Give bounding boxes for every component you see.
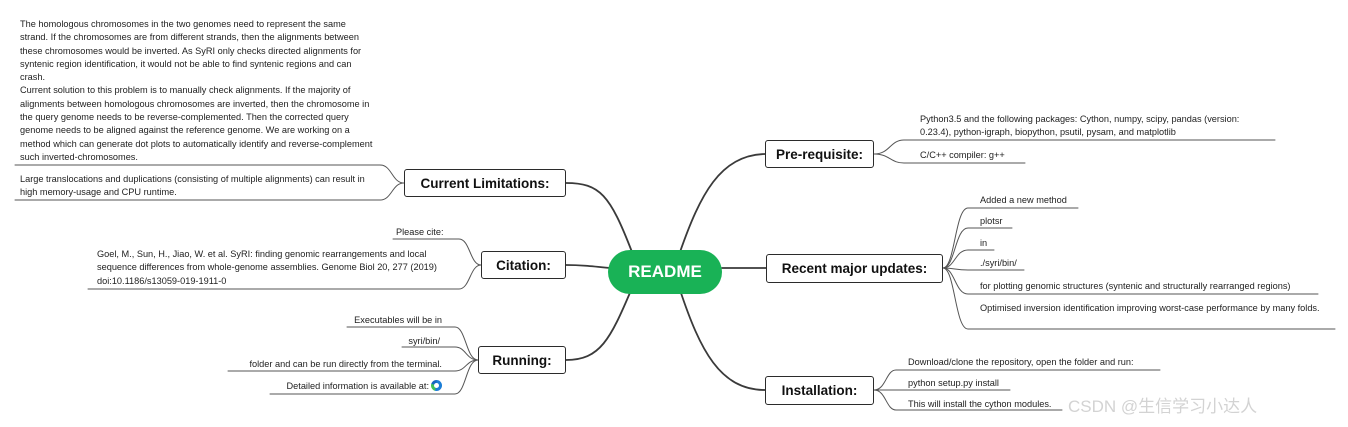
- branch-citation[interactable]: Citation:: [481, 251, 566, 279]
- leaf-limitation-strand[interactable]: The homologous chromosomes in the two ge…: [20, 19, 373, 162]
- central-topic-label: README: [628, 262, 702, 281]
- link-center-limitations: [565, 182, 633, 253]
- leaf-update-added-method[interactable]: Added a new method: [980, 195, 1067, 205]
- watermark: CSDN @生信学习小达人: [1068, 397, 1258, 416]
- leaf-update-plotting[interactable]: for plotting genomic structures (synteni…: [980, 281, 1291, 291]
- leaf-install-download[interactable]: Download/clone the repository, open the …: [908, 357, 1134, 367]
- leaf-running-details-text: Detailed information is available at:: [286, 381, 429, 391]
- leaf-running-details[interactable]: Detailed information is available at:: [258, 380, 442, 393]
- branch-recent-updates-label: Recent major updates:: [781, 261, 928, 276]
- branch-citation-label: Citation:: [496, 257, 551, 273]
- branch-prerequisite[interactable]: Pre-requisite:: [765, 140, 874, 168]
- link-center-running: [565, 287, 633, 361]
- leaf-update-in[interactable]: in: [980, 238, 988, 248]
- branch-current-limitations[interactable]: Current Limitations:: [404, 169, 566, 197]
- branch-running[interactable]: Running:: [478, 346, 566, 374]
- leaf-update-inversion[interactable]: Optimised inversion identification impro…: [980, 303, 1320, 313]
- branch-installation-label: Installation:: [781, 383, 858, 398]
- leaf-running-path[interactable]: syri/bin/: [408, 336, 440, 346]
- leaf-citation-reference[interactable]: Goel, M., Sun, H., Jiao, W. et al. SyRI:…: [97, 249, 437, 286]
- branch-prerequisite-label: Pre-requisite:: [775, 146, 864, 162]
- leaf-running-terminal[interactable]: folder and can be run directly from the …: [249, 359, 442, 369]
- leaf-citation-please-cite[interactable]: Please cite:: [396, 227, 444, 237]
- leaf-running-executables[interactable]: Executables will be in: [354, 315, 442, 325]
- link-center-citation: [565, 264, 611, 269]
- link-center-installation: [679, 289, 766, 391]
- leaf-limitation-memory[interactable]: Large translocations and duplications (c…: [20, 174, 365, 198]
- leaf-install-setup[interactable]: python setup.py install: [908, 378, 999, 388]
- leaf-update-plotsr[interactable]: plotsr: [980, 216, 1003, 226]
- leaf-install-cython[interactable]: This will install the cython modules.: [908, 399, 1052, 409]
- central-topic[interactable]: README: [608, 250, 722, 294]
- branch-current-limitations-label: Current Limitations:: [420, 175, 550, 191]
- edge-browser-icon[interactable]: [431, 380, 442, 391]
- link-center-prerequisite: [679, 153, 766, 253]
- branch-running-label: Running:: [492, 352, 552, 368]
- leaf-prerequisite-packages[interactable]: Python3.5 and the following packages: Cy…: [920, 114, 1240, 138]
- branch-recent-updates[interactable]: Recent major updates:: [766, 254, 943, 283]
- branch-installation[interactable]: Installation:: [765, 376, 874, 405]
- leaf-update-bin-path[interactable]: ./syri/bin/: [980, 258, 1017, 268]
- leaf-prerequisite-compiler[interactable]: C/C++ compiler: g++: [920, 150, 1005, 160]
